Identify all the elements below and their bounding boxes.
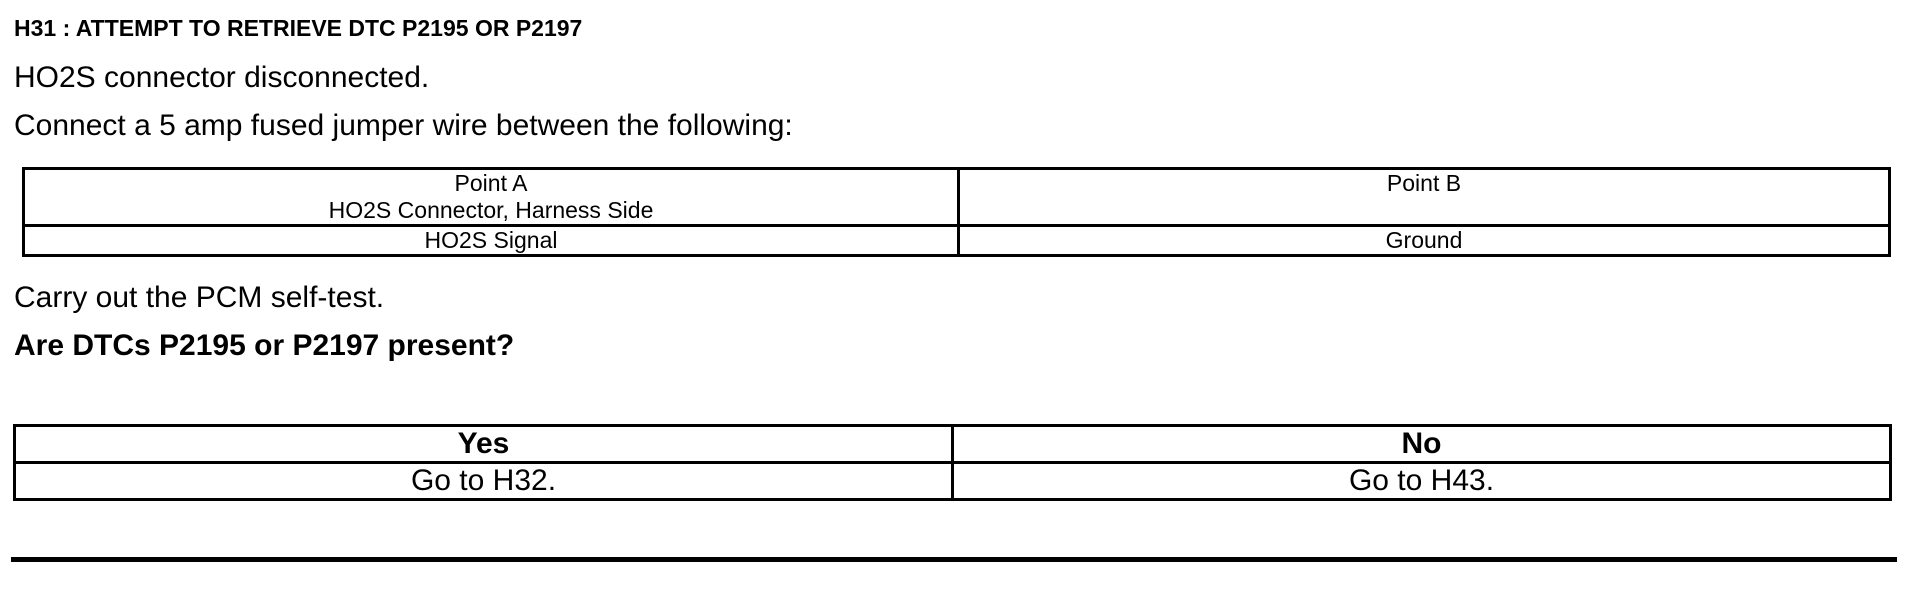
answer-table-header-row: Yes No	[13, 424, 1892, 464]
point-b-header: Point B	[957, 167, 1891, 227]
yes-header: Yes	[13, 424, 954, 464]
instruction-jumper-wire: Connect a 5 amp fused jumper wire betwee…	[14, 109, 793, 142]
step-question: Are DTCs P2195 or P2197 present?	[14, 329, 515, 362]
connection-table-header-row: Point A HO2S Connector, Harness Side Poi…	[22, 167, 1891, 227]
table-row: Go to H32. Go to H43.	[13, 461, 1892, 501]
point-a-header: Point A HO2S Connector, Harness Side	[22, 167, 960, 227]
no-action: Go to H43.	[951, 461, 1892, 501]
connection-table: Point A HO2S Connector, Harness Side Poi…	[22, 167, 1891, 257]
point-b-cell: Ground	[957, 224, 1891, 257]
instruction-connector-state: HO2S connector disconnected.	[14, 61, 430, 94]
instruction-self-test: Carry out the PCM self-test.	[14, 281, 385, 314]
point-a-subtitle: HO2S Connector, Harness Side	[328, 197, 654, 223]
yes-action: Go to H32.	[13, 461, 954, 501]
step-heading: H31 : ATTEMPT TO RETRIEVE DTC P2195 OR P…	[14, 15, 583, 41]
answer-table: Yes No Go to H32. Go to H43.	[13, 424, 1892, 501]
point-a-title: Point A	[454, 170, 528, 197]
point-b-title: Point B	[1386, 170, 1462, 197]
point-a-cell: HO2S Signal	[22, 224, 960, 257]
table-row: HO2S Signal Ground	[22, 224, 1891, 257]
no-header: No	[951, 424, 1892, 464]
section-divider	[11, 557, 1897, 562]
